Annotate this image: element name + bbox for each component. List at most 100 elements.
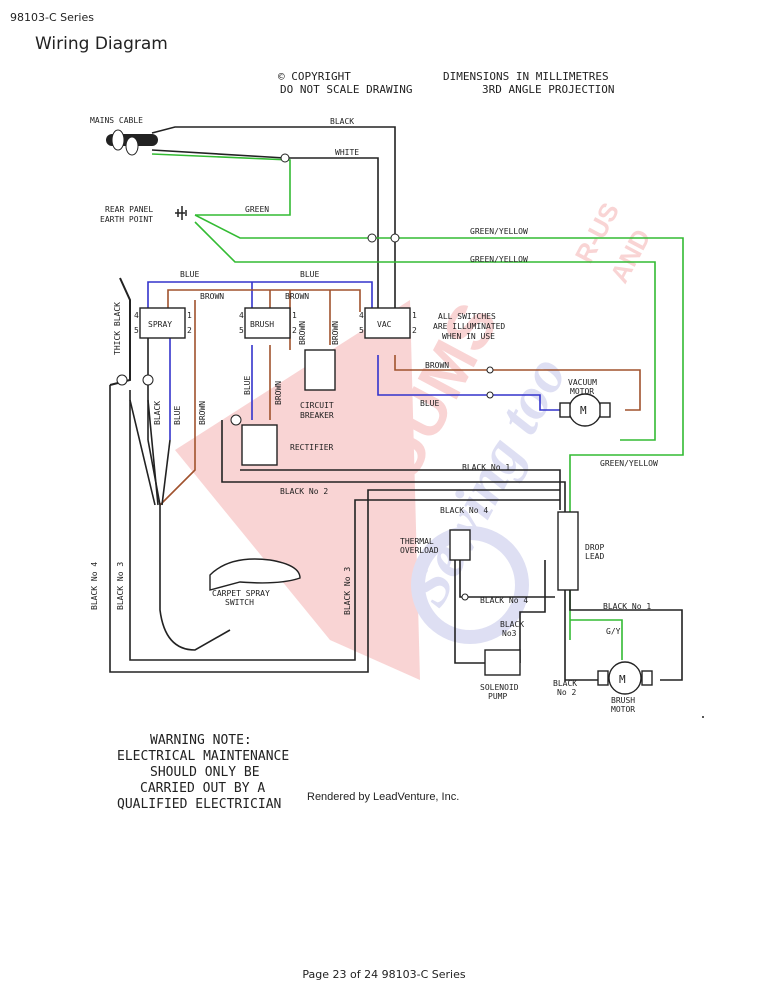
earth-point-label: EARTH POINT	[100, 215, 153, 224]
thermal-label: THERMAL	[400, 537, 434, 546]
wire-black-no4	[109, 385, 560, 673]
wire-green-yellow-2	[194, 221, 656, 441]
carpet-spray-hose	[147, 439, 231, 651]
wire-black-no3-pump	[519, 560, 546, 663]
carpet-spray-label-2: SWITCH	[225, 598, 254, 607]
all-switches-2: ARE ILLUMINATED	[433, 322, 505, 331]
mains-cable-label: MAINS CABLE	[90, 116, 143, 125]
vacuum-motor-label-1: VACUUM	[568, 378, 597, 387]
thick-black-label: THICK BLACK	[113, 302, 122, 355]
spray-t2: 2	[187, 326, 192, 335]
projection-note: 3RD ANGLE PROJECTION	[482, 83, 614, 96]
circuit-label: CIRCUIT	[300, 401, 334, 410]
brush-t1: 1	[292, 311, 297, 320]
brush-t2: 2	[292, 326, 297, 335]
brush-switch	[244, 307, 291, 339]
wire-brown-vacuum	[394, 355, 641, 411]
all-switches-1: ALL SWITCHES	[438, 312, 496, 321]
junction-6	[116, 374, 128, 386]
wire-black-no3	[129, 390, 560, 661]
watermark-triangle	[175, 300, 420, 680]
warning-line1: WARNING NOTE:	[150, 733, 252, 748]
vac-switch-label: VAC	[377, 320, 392, 329]
wire-label-black3-mid: BLACK No 3	[343, 567, 352, 615]
junction-9	[461, 593, 469, 601]
rear-panel-label: REAR PANEL	[105, 205, 153, 214]
hose-fan-3	[161, 439, 171, 506]
brush-motor-terminal-r	[641, 670, 653, 686]
junction-3	[390, 233, 400, 243]
vac-t2: 2	[412, 326, 417, 335]
wire-label-gy-3: GREEN/YELLOW	[600, 459, 658, 468]
wire-black-no4-thermal	[459, 560, 555, 598]
brush-motor	[608, 661, 642, 695]
wire-label-gy-1: GREEN/YELLOW	[470, 227, 528, 236]
wire-green-earth	[151, 153, 291, 216]
brush-motor-label-1: BRUSH	[611, 696, 635, 705]
carpet-spray-label-1: CARPET SPRAY	[212, 589, 270, 598]
spray-t4: 4	[134, 311, 139, 320]
wire-green-yellow-1	[194, 214, 684, 640]
hose-fan-1	[129, 399, 156, 506]
wire-label-blue-vac: BLUE	[420, 399, 439, 408]
warning-line3: SHOULD ONLY BE	[150, 765, 260, 780]
wire-label-white: WHITE	[335, 148, 359, 157]
solenoid-label: SOLENOID	[480, 683, 519, 692]
overload-label: OVERLOAD	[400, 546, 439, 555]
wire-label-black: BLACK	[330, 117, 354, 126]
no-scale-note: DO NOT SCALE DRAWING	[280, 83, 412, 96]
vac-t1: 1	[412, 311, 417, 320]
vac-t5: 5	[359, 326, 364, 335]
dimensions-note: DIMENSIONS IN MILLIMETRES	[443, 70, 609, 83]
wire-label-brown-1: BROWN	[200, 292, 224, 301]
wire-label-brown-brush: BROWN	[274, 381, 283, 405]
wire-black-mains	[151, 126, 396, 310]
wire-label-gy-2: GREEN/YELLOW	[470, 255, 528, 264]
drop-label: DROP	[585, 543, 604, 552]
header-series: 98103-C Series	[10, 11, 94, 24]
wire-label-brown-breaker-2: BROWN	[331, 321, 340, 345]
copyright-note: © COPYRIGHT	[278, 70, 351, 83]
wire-brown-top	[167, 289, 361, 312]
vacuum-motor-label-2: MOTOR	[570, 387, 594, 396]
wire-label-black-no2-b: No 2	[557, 688, 576, 697]
warning-line5: QUALIFIED ELECTRICIAN	[117, 797, 281, 812]
spray-switch-label: SPRAY	[148, 320, 172, 329]
pump-label: PUMP	[488, 692, 507, 701]
gy-label: G/Y	[606, 627, 621, 636]
junction-1	[280, 153, 290, 163]
wire-label-black-no3-b: No3	[502, 629, 517, 638]
mains-cable-end-2	[125, 136, 139, 156]
wire-gy-brush-motor	[570, 619, 623, 660]
junction-8	[230, 414, 242, 426]
mains-cable-end	[111, 129, 125, 151]
wire-blue-vacuum	[377, 355, 560, 411]
wire-label-blue-1: BLUE	[180, 270, 199, 279]
wire-label-black1-b: BLACK No 1	[603, 602, 651, 611]
spray-t5: 5	[134, 326, 139, 335]
brush-motor-terminal-l	[597, 670, 609, 686]
brush-t4: 4	[239, 311, 244, 320]
wire-label-blue-2: BLUE	[300, 270, 319, 279]
rectifier-label: RECTIFIER	[290, 443, 334, 452]
rendered-by: Rendered by LeadVenture, Inc.	[307, 791, 459, 803]
wire-label-brown-2: BROWN	[285, 292, 309, 301]
wire-label-blue-brush: BLUE	[243, 376, 252, 395]
carpet-spray-switch	[209, 558, 301, 591]
page-footer: Page 23 of 24 98103-C Series	[302, 968, 466, 981]
wire-label-black4-side: BLACK No 4	[90, 562, 99, 610]
wire-label-blue-spray: BLUE	[173, 406, 182, 425]
wire-black-no2-motor	[564, 560, 598, 681]
wire-black-no2	[221, 420, 566, 515]
all-switches-3: WHEN IN USE	[442, 332, 495, 341]
stray-dot	[702, 716, 704, 718]
warning-line4: CARRIED OUT BY A	[140, 781, 265, 796]
drop-lead	[557, 511, 579, 591]
wire-label-black4: BLACK No 4	[440, 506, 488, 515]
wire-label-black3-side: BLACK No 3	[116, 562, 125, 610]
vac-t4: 4	[359, 311, 364, 320]
wire-thermal-pump	[454, 560, 485, 664]
wire-label-black2: BLACK No 2	[280, 487, 328, 496]
brush-t5: 5	[239, 326, 244, 335]
